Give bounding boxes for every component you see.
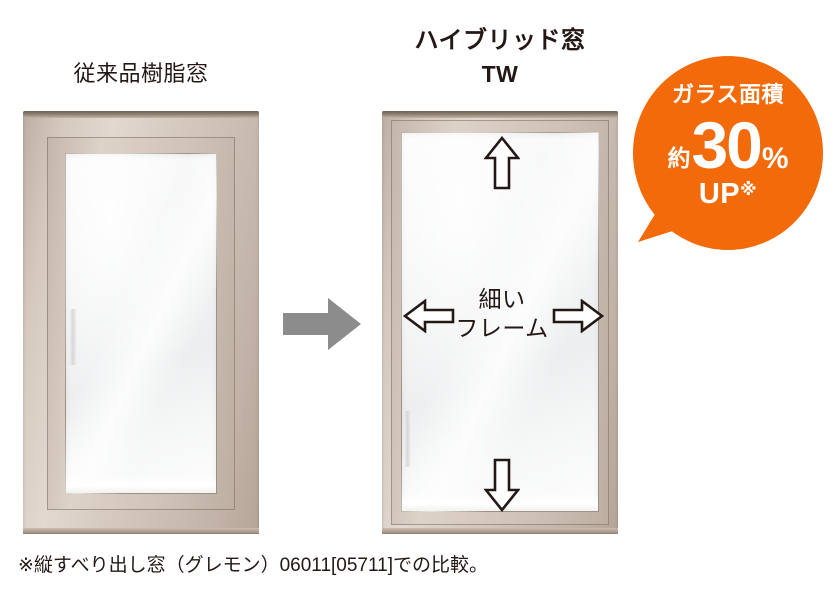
badge-percent-sign: % <box>761 142 789 175</box>
badge-up-footnote-mark: ※ <box>740 180 758 199</box>
window-handle <box>69 309 77 365</box>
expand-down-arrow-icon <box>483 458 521 513</box>
window-frame-bottom-shadow <box>382 528 618 534</box>
badge-up-text: UP <box>698 178 741 210</box>
expand-right-arrow-icon <box>552 298 605 334</box>
window-frame-bottom-shadow <box>23 528 259 534</box>
badge-heading: ガラス面積 <box>671 82 785 107</box>
glass-reflection <box>65 153 217 494</box>
right-window-title: ハイブリッド窓 TW <box>382 26 618 89</box>
left-window-title: 従来品樹脂窓 <box>73 61 209 86</box>
right-window-title-line1: ハイブリッド窓 <box>414 27 586 54</box>
badge-content: ガラス面積 約 30 % UP※ <box>630 56 826 209</box>
conventional-resin-window <box>23 111 259 534</box>
window-glass-pane <box>65 153 217 494</box>
expand-left-arrow-icon <box>402 298 455 334</box>
footnote-text: ※縦すべり出し窓（グレモン）06011[05711]での比較。 <box>18 555 488 576</box>
transition-right-arrow-icon <box>283 296 361 352</box>
window-frame-top-shadow <box>23 111 259 118</box>
badge-figure: 約 30 % <box>630 112 826 178</box>
badge-number: 30 <box>691 108 762 182</box>
window-frame-top-shadow <box>382 111 618 118</box>
badge-up-label: UP※ <box>630 180 826 209</box>
right-window-title-line2: TW <box>481 61 519 87</box>
glass-bottom-highlight <box>66 477 216 493</box>
glass-area-badge: ガラス面積 約 30 % UP※ <box>630 56 826 256</box>
badge-approx-label: 約 <box>667 145 691 171</box>
window-handle <box>404 411 411 467</box>
expand-up-arrow-icon <box>483 135 521 190</box>
badge-bubble-shape <box>633 56 823 250</box>
